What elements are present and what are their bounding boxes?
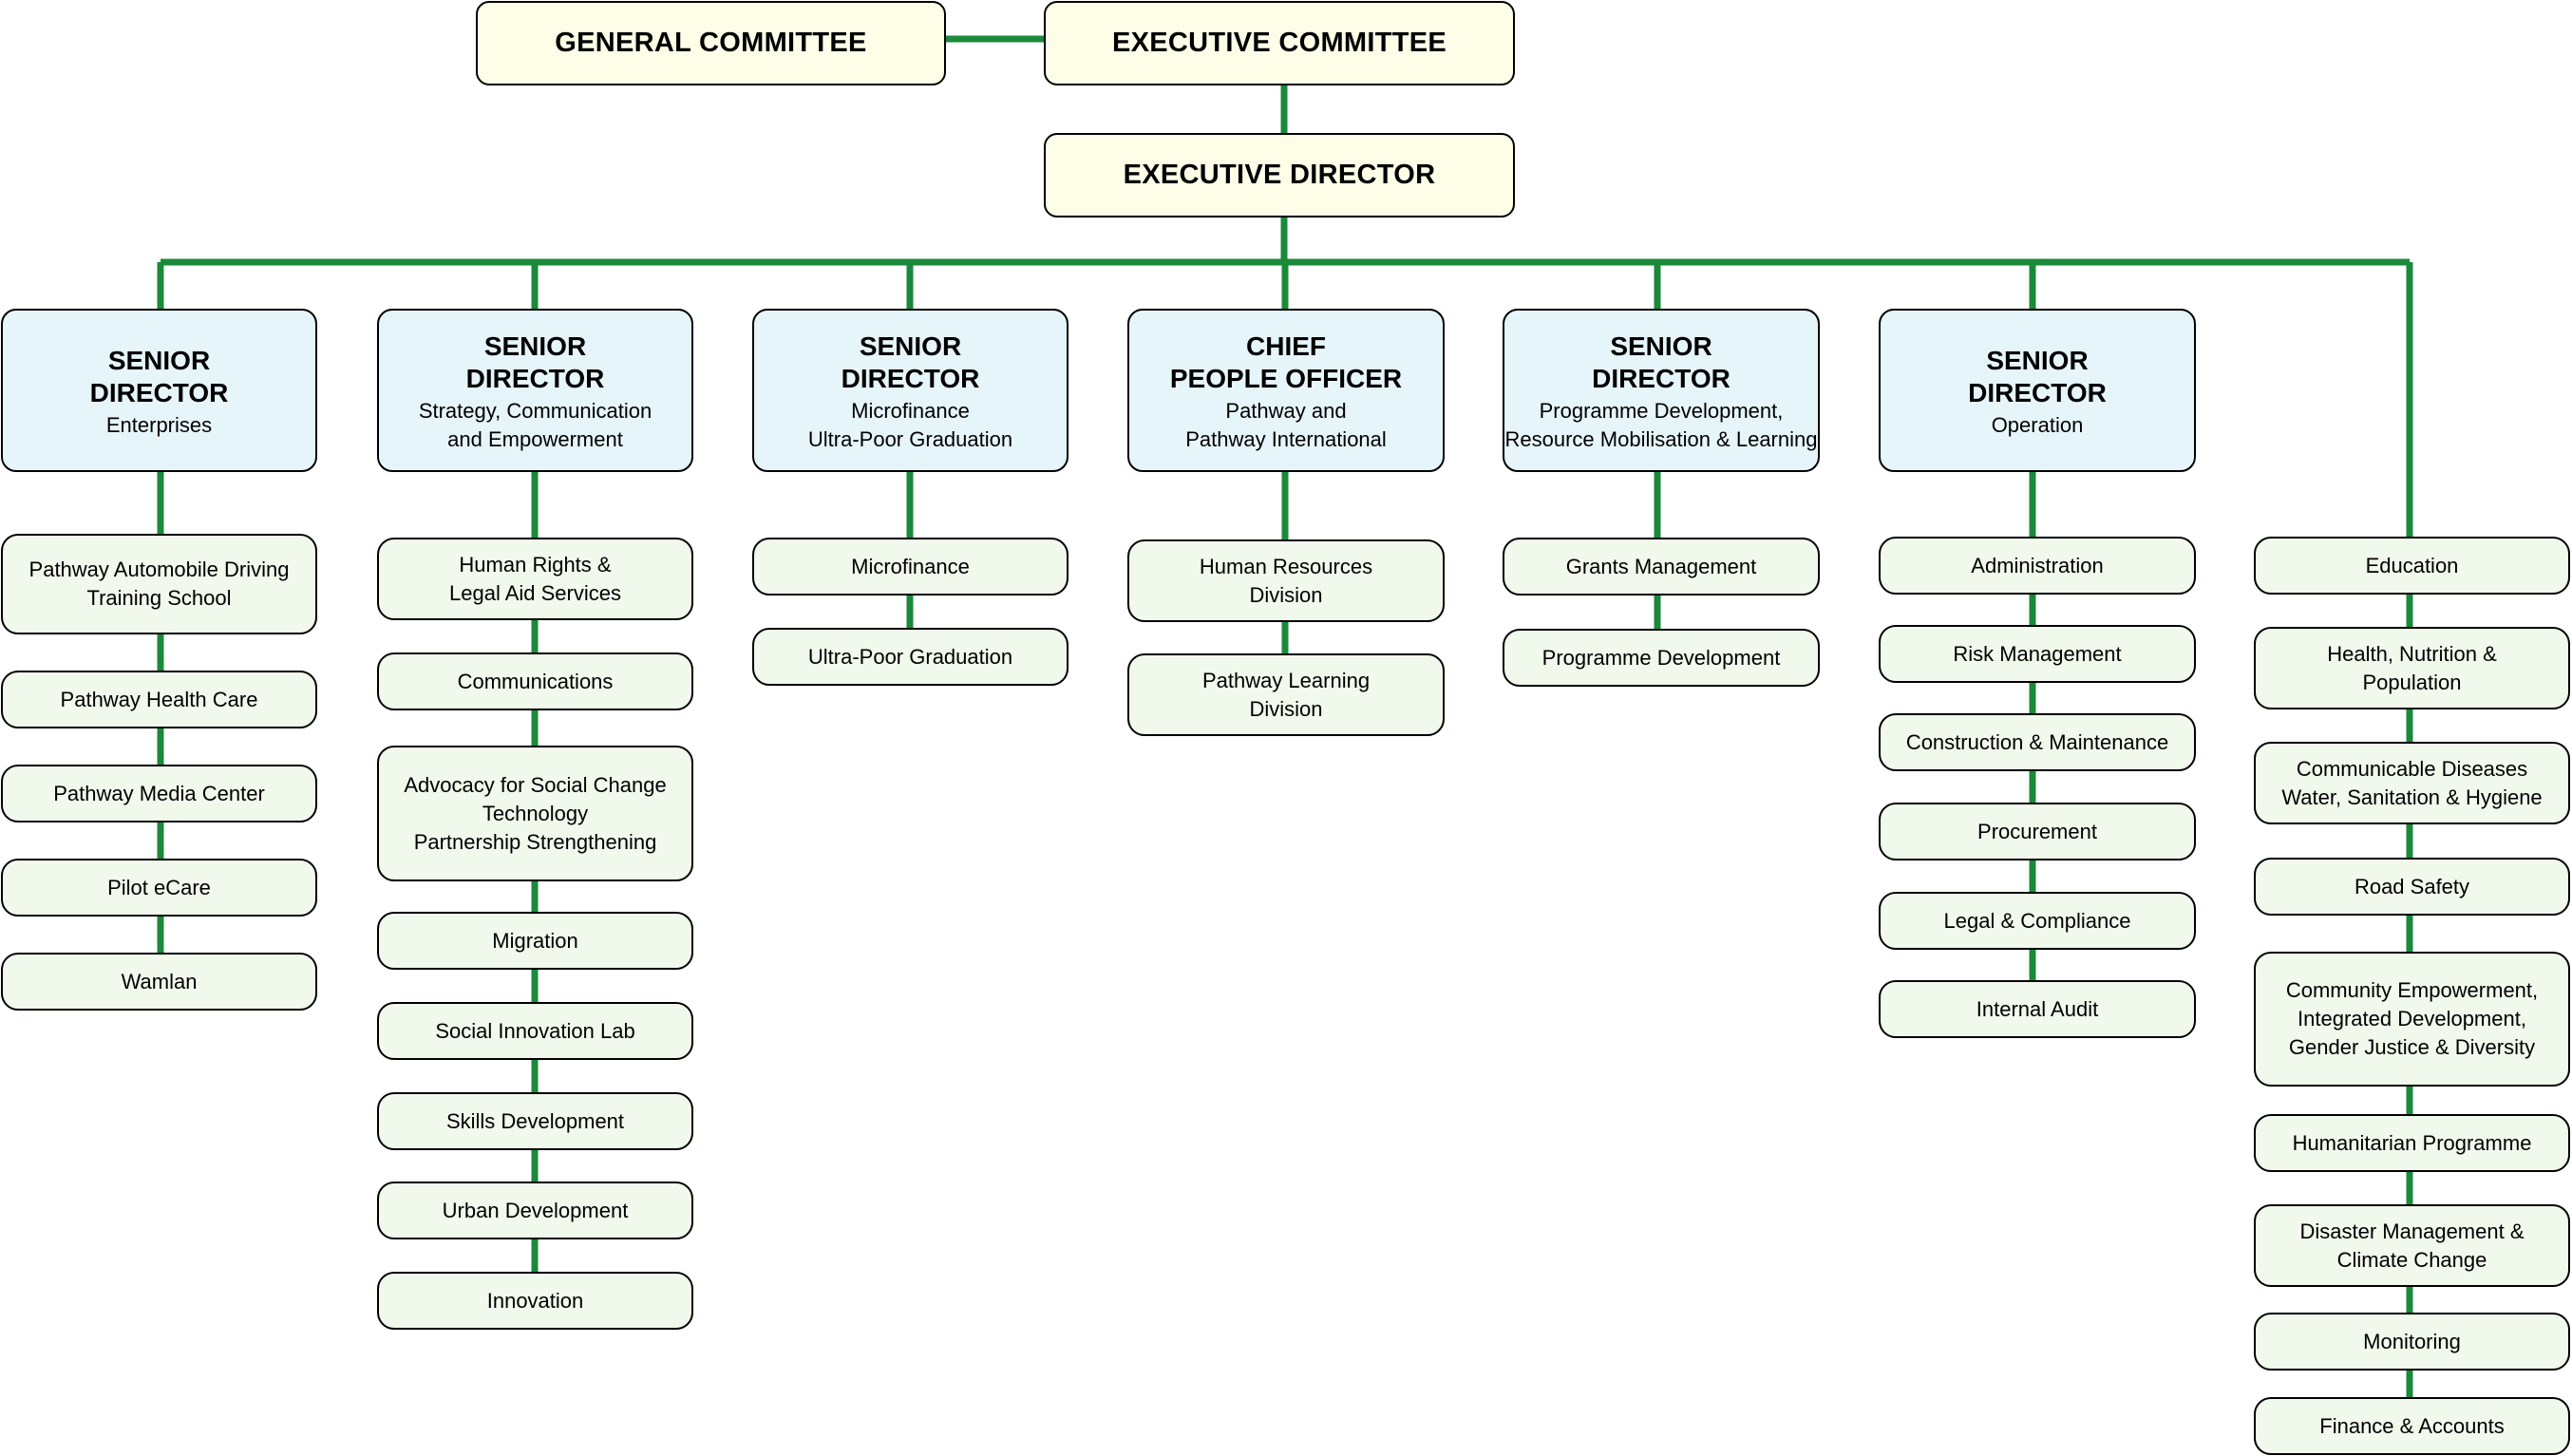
unit-box: Communicable Diseases Water, Sanitation … [2254,742,2570,824]
head-title: SENIOR DIRECTOR [1968,346,2107,407]
unit-box: Pathway Learning Division [1127,653,1445,736]
unit-label: Urban Development [442,1198,629,1222]
unit-box: Finance & Accounts [2254,1397,2570,1455]
unit-box: Pilot eCare [1,859,317,917]
head-strategy: SENIOR DIRECTOR Strategy, Communication … [377,309,693,472]
unit-label: Innovation [486,1288,584,1313]
unit-box: Procurement [1879,803,2196,860]
head-title: SENIOR DIRECTOR [1592,331,1730,393]
unit-label: Humanitarian Programme [2292,1130,2532,1155]
unit-label: Communications [457,669,614,693]
unit-box: Programme Development [1503,629,1820,687]
unit-label: Disaster Management & Climate Change [2299,1219,2525,1272]
unit-label: Road Safety [2354,874,2470,898]
unit-box: Wamlan [1,953,317,1011]
unit-box: Administration [1879,537,2196,595]
head-title: SENIOR DIRECTOR [465,331,605,393]
unit-box: Skills Development [377,1092,693,1150]
head-microfinance: SENIOR DIRECTOR Microfinance Ultra-Poor … [752,309,1069,472]
head-title: CHIEF PEOPLE OFFICER [1169,331,1403,393]
unit-box: Risk Management [1879,625,2196,683]
unit-label: Construction & Maintenance [1905,729,2169,754]
head-operation: SENIOR DIRECTOR Operation [1879,309,2196,472]
unit-box: Disaster Management & Climate Change [2254,1204,2570,1287]
unit-label: Internal Audit [1976,996,2099,1021]
unit-label: Wamlan [121,969,198,993]
unit-box: Communications [377,652,693,710]
executive-director-box: EXECUTIVE DIRECTOR [1044,133,1515,217]
unit-label: Legal & Compliance [1943,908,2131,933]
unit-label: Migration [492,928,578,953]
unit-box: Social Innovation Lab [377,1002,693,1060]
unit-box: Innovation [377,1272,693,1330]
executive-director-label: EXECUTIVE DIRECTOR [1123,160,1436,190]
unit-label: Education [2365,553,2459,577]
unit-label: Ultra-Poor Graduation [807,644,1013,669]
unit-box: Advocacy for Social Change Technology Pa… [377,746,693,881]
unit-box: Community Empowerment, Integrated Develo… [2254,952,2570,1087]
unit-label: Communicable Diseases Water, Sanitation … [2281,756,2543,809]
unit-box: Urban Development [377,1182,693,1239]
executive-committee-box: EXECUTIVE COMMITTEE [1044,1,1515,85]
unit-box: Pathway Health Care [1,671,317,728]
unit-box: Construction & Maintenance [1879,713,2196,771]
unit-label: Grants Management [1565,554,1757,578]
unit-label: Health, Nutrition & Population [2327,641,2497,694]
head-title: SENIOR DIRECTOR [89,346,229,407]
head-programme: SENIOR DIRECTOR Programme Development, R… [1503,309,1820,472]
unit-label: Procurement [1977,819,2097,843]
head-subtitle: Strategy, Communication and Empowerment [418,399,652,451]
unit-box: Legal & Compliance [1879,892,2196,950]
unit-label: Finance & Accounts [2319,1413,2505,1438]
head-people: CHIEF PEOPLE OFFICER Pathway and Pathway… [1127,309,1445,472]
unit-label: Pathway Learning Division [1201,668,1371,721]
unit-label: Human Rights & Legal Aid Services [449,552,621,605]
unit-label: Microfinance [851,554,970,578]
head-subtitle: Programme Development, Resource Mobilisa… [1504,399,1818,451]
general-committee-box: GENERAL COMMITTEE [476,1,946,85]
unit-box: Humanitarian Programme [2254,1114,2570,1172]
unit-label: Advocacy for Social Change Technology Pa… [404,772,667,854]
unit-label: Monitoring [2363,1329,2461,1353]
unit-label: Pathway Health Care [60,687,258,711]
unit-box: Education [2254,537,2570,595]
head-enterprises: SENIOR DIRECTOR Enterprises [1,309,317,472]
unit-box: Human Rights & Legal Aid Services [377,538,693,620]
unit-label: Human Resources Division [1199,554,1373,607]
unit-box: Grants Management [1503,538,1820,596]
unit-box: Health, Nutrition & Population [2254,627,2570,709]
unit-label: Risk Management [1953,641,2122,666]
unit-box: Pathway Media Center [1,765,317,823]
unit-box: Microfinance [752,538,1069,596]
head-subtitle: Operation [1991,413,2084,437]
unit-label: Community Empowerment, Integrated Develo… [2285,978,2539,1059]
unit-label: Programme Development [1541,645,1781,670]
unit-box: Internal Audit [1879,980,2196,1038]
unit-box: Human Resources Division [1127,539,1445,622]
unit-box: Ultra-Poor Graduation [752,628,1069,686]
head-subtitle: Microfinance Ultra-Poor Graduation [807,399,1013,451]
unit-label: Skills Development [445,1108,625,1133]
head-subtitle: Enterprises [105,413,213,437]
unit-label: Pilot eCare [107,875,211,899]
head-subtitle: Pathway and Pathway International [1185,399,1387,451]
unit-label: Administration [1971,553,2104,577]
general-committee-label: GENERAL COMMITTEE [555,28,867,58]
unit-box: Monitoring [2254,1313,2570,1371]
unit-box: Migration [377,912,693,970]
unit-box: Road Safety [2254,858,2570,916]
unit-label: Pathway Media Center [53,781,265,805]
head-title: SENIOR DIRECTOR [841,331,980,393]
executive-committee-label: EXECUTIVE COMMITTEE [1111,28,1447,58]
unit-label: Social Innovation Lab [435,1018,635,1043]
unit-box: Pathway Automobile Driving Training Scho… [1,534,317,634]
unit-label: Pathway Automobile Driving Training Scho… [28,558,290,610]
